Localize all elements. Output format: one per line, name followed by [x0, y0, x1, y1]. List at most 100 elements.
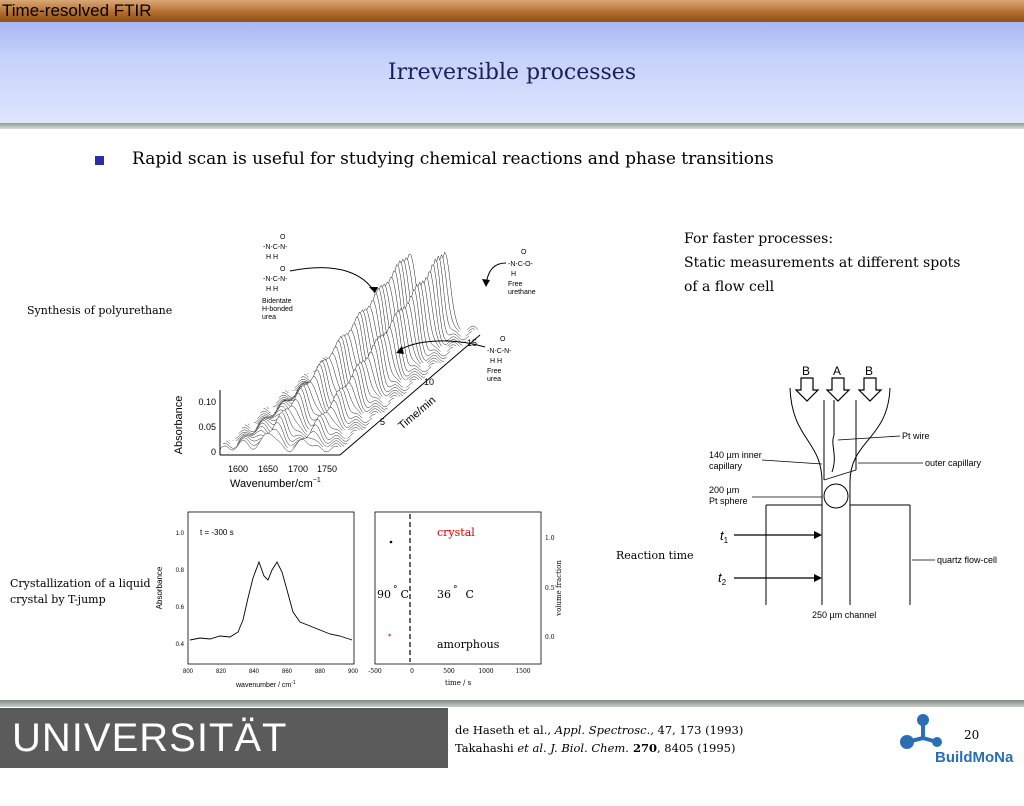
species-free-urea: O -N-C-N- H H Free urea	[487, 336, 512, 383]
arrow-urea	[397, 340, 486, 352]
ir-ylabel: Absorbance	[155, 566, 164, 609]
pt-sphere	[823, 483, 849, 509]
phase-xtick: 1000	[478, 668, 493, 675]
species-name: urea	[487, 376, 501, 383]
ref1-journal: Appl. Spectrosc.,	[554, 723, 654, 737]
arrow-head-icon	[369, 287, 378, 293]
bullet-square-icon	[95, 156, 104, 165]
t2-label: t2	[718, 570, 727, 587]
outer-capillary-left	[789, 387, 823, 605]
outer-capillary-right	[849, 387, 891, 605]
university-name: UNIVERSITÄT LEIPZIG	[12, 716, 287, 805]
label-crystallization-line2: crystal by T-jump	[10, 593, 106, 606]
reference-2: Takahashi et al. J. Biol. Chem. 270, 840…	[455, 739, 743, 757]
reference-1: de Haseth et al., Appl. Spectrosc., 47, …	[455, 721, 743, 739]
waterfall-xtick: 1700	[288, 464, 308, 474]
ir-ytick: 0.4	[176, 642, 185, 648]
formula-line: O	[500, 336, 506, 343]
phase-ylabel-right: volume fraction	[555, 560, 563, 617]
phase-data-point	[389, 540, 393, 544]
formula-line: -N-C-N-	[263, 244, 288, 251]
formula-line: -N-C-O-	[508, 261, 534, 268]
ir-xlabel: wavenumber / cm-1	[235, 680, 296, 689]
slide-title: Irreversible processes	[387, 60, 637, 85]
phase-xtick: 0	[410, 668, 414, 675]
ir-xtick: 840	[249, 669, 260, 675]
pt-wire-leader	[837, 435, 901, 441]
phase-xlabel: time / s	[445, 679, 472, 687]
species-name: Free	[508, 281, 523, 288]
phase-label-amorphous: amorphous	[437, 638, 500, 651]
temp-left-value: 90	[377, 588, 391, 601]
ir-ytick: 1.0	[176, 531, 185, 537]
page-number: 20	[964, 728, 980, 742]
footer-divider	[0, 700, 1024, 707]
waterfall-ytick: 0	[211, 447, 216, 457]
waterfall-xlabel-text: Wavenumber/cm	[230, 478, 313, 490]
label-reaction-time: Reaction time	[616, 549, 694, 562]
ir-ytick: 0.8	[176, 568, 185, 574]
waterfall-time-tick: 10	[424, 377, 434, 387]
header-divider	[0, 123, 1024, 129]
label-outer-capillary: outer capillary	[925, 458, 982, 468]
ref2-authors: Takahashi	[455, 741, 518, 755]
waterfall-trace	[235, 409, 354, 439]
phase-temp-left: 90°C	[377, 585, 409, 601]
waterfall-spectra	[219, 251, 479, 453]
waterfall-ytick: 0.05	[198, 422, 216, 432]
label-inner-capillary-1: 140 µm inner	[709, 450, 762, 460]
waterfall-trace	[219, 433, 339, 453]
bullet-text: Rapid scan is useful for studying chemic…	[132, 149, 774, 169]
waterfall-trace	[223, 428, 342, 450]
formula-line: -N-C-N-	[487, 348, 512, 355]
waterfall-time-tick: 5	[380, 417, 385, 427]
formula-line: H H	[266, 254, 278, 261]
formula-line: H H	[490, 358, 502, 365]
label-pt-wire: Pt wire	[902, 431, 930, 441]
t2-text: t	[718, 570, 723, 585]
phase-xtick: 1500	[515, 668, 530, 675]
ref2-volume: 270	[628, 741, 657, 755]
ir-xlabel-text: wavenumber / cm	[235, 682, 291, 689]
phase-label-crystal: crystal	[437, 526, 475, 539]
t2-sub: 2	[722, 578, 727, 587]
temp-unit: C	[401, 588, 409, 601]
ir-frame	[187, 511, 355, 665]
phase-data-point-red: *	[388, 633, 392, 641]
arrow-bidentate	[289, 267, 376, 294]
formula-line: H	[511, 271, 516, 278]
label-crystallization: Crystallization of a liquid crystal by T…	[10, 576, 151, 608]
species-name: urea	[262, 314, 276, 321]
t1-text: t	[720, 528, 725, 543]
waterfall-xlabel-sup: −1	[313, 477, 321, 484]
arrow-head-icon	[814, 574, 822, 582]
flowcell-diagram: B A B t1 t2 Pt wire 140 µm inner capilla…	[709, 364, 997, 620]
species-name: urethane	[508, 289, 536, 296]
faster-line2: Static measurements at different spots	[684, 255, 961, 271]
phase-xtick: -500	[368, 668, 382, 675]
temp-right-value: 36	[437, 588, 451, 601]
label-channel: 250 µm channel	[812, 610, 876, 620]
species-name: H-bonded	[262, 306, 293, 313]
label-pt-sphere-1: 200 µm	[709, 485, 739, 495]
ref1-details: 47, 173 (1993)	[653, 723, 744, 737]
references: de Haseth et al., Appl. Spectrosc., 47, …	[455, 721, 743, 757]
formula-line: O	[280, 234, 286, 241]
ir-xtick: 860	[282, 669, 293, 675]
waterfall-xlabel: Wavenumber/cm−1	[230, 477, 321, 490]
arrow-head-icon	[814, 531, 822, 539]
ref2-journal: et al. J. Biol. Chem.	[517, 741, 629, 755]
phase-panel: * crystal amorphous 90°C 36°C 1.0 0.5 0.…	[368, 511, 563, 687]
ref1-authors: de Haseth et al.,	[455, 723, 555, 737]
arrow-head-icon	[482, 279, 490, 287]
ir-xlabel-sup: -1	[291, 680, 296, 686]
faster-processes-text: For faster processes: Static measurement…	[684, 227, 960, 299]
arrow-b-right-icon	[857, 377, 883, 402]
formula-line: O	[521, 249, 527, 256]
phase-ytick-right: 0.0	[545, 634, 555, 641]
formula-line: -N-C-N-	[263, 276, 288, 283]
phase-xtick: 500	[443, 668, 455, 675]
waterfall-time-tick: 15	[467, 338, 477, 348]
ir-xtick: 900	[348, 669, 359, 675]
waterfall-xtick: 1650	[258, 464, 278, 474]
